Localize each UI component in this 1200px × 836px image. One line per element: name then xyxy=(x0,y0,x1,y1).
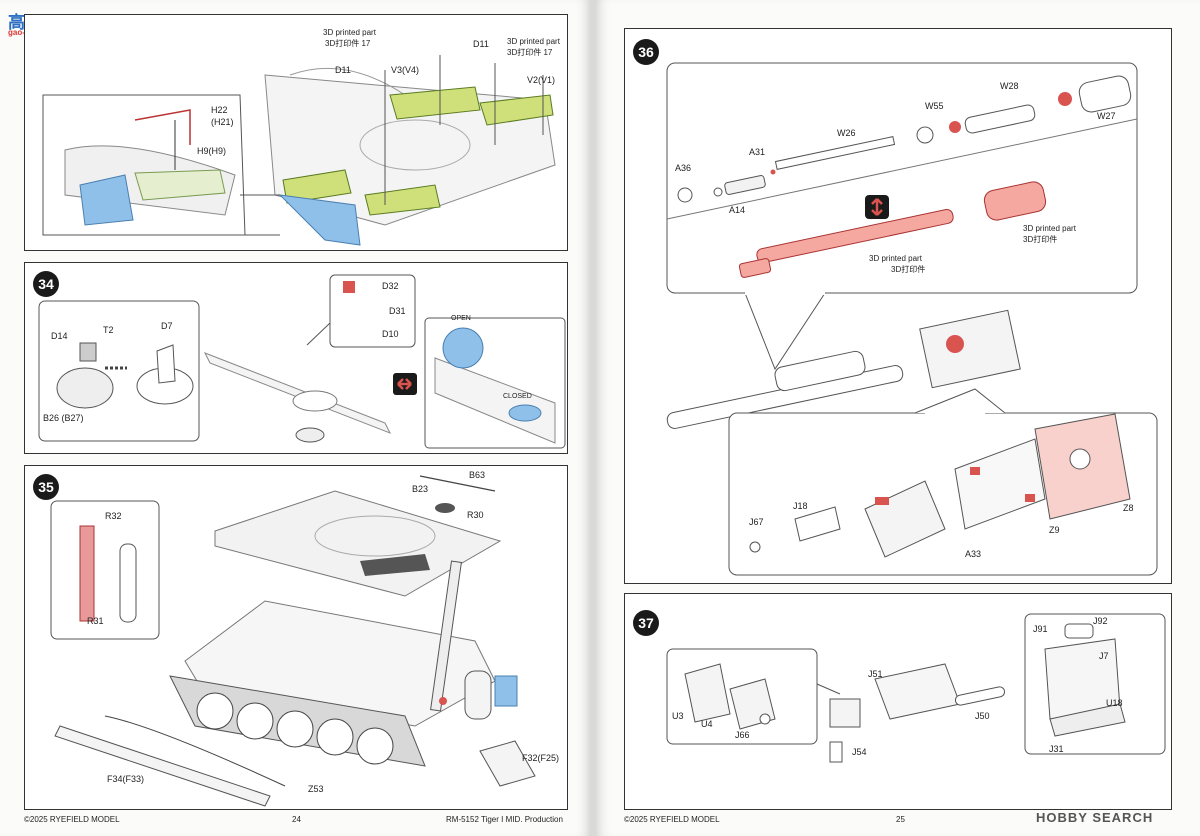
label-f34: F34(F33) xyxy=(107,774,145,784)
label-3d-printed-a: 3D printed part xyxy=(1023,224,1076,233)
label-w28: W28 xyxy=(1000,81,1019,91)
step-33-panel: 3D printed part 3D打印件 17 D11 D11 3D prin… xyxy=(24,14,568,251)
label-a31: A31 xyxy=(749,147,766,157)
label-open: OPEN xyxy=(451,315,471,322)
label-3d-printed-b-cn: 3D打印件 xyxy=(891,265,926,274)
footer-copyright-right: ©2025 RYEFIELD MODEL xyxy=(624,815,720,824)
label-h22: H22 xyxy=(211,105,228,115)
label-v3: V3(V4) xyxy=(391,65,420,75)
label-r32: R32 xyxy=(105,511,122,521)
label-j50: J50 xyxy=(975,711,990,721)
step-37-panel: 37 U3 U4 J66 J54 J51 J50 J91 J92 J7 U18 … xyxy=(624,593,1172,810)
label-b26: B26 (B27) xyxy=(43,413,84,423)
label-3d-printed-left: 3D printed part xyxy=(323,28,376,37)
label-z8: Z8 xyxy=(1123,503,1134,513)
label-d10: D10 xyxy=(382,329,399,339)
footer-page-number-right: 25 xyxy=(896,815,905,824)
step-35-number: 35 xyxy=(33,474,59,500)
label-d14: D14 xyxy=(51,331,68,341)
label-j7: J7 xyxy=(1099,651,1109,661)
label-d11-right: D11 xyxy=(473,39,489,49)
label-r31: R31 xyxy=(87,616,104,626)
step-34-drawing xyxy=(38,274,566,449)
label-3d-printed-left-cn: 3D打印件 17 xyxy=(325,39,371,48)
label-r30: R30 xyxy=(467,510,484,520)
label-h21: (H21) xyxy=(211,117,234,127)
footer-page-number-left: 24 xyxy=(292,815,301,824)
label-w55: W55 xyxy=(925,101,944,111)
step-35-panel: 35 xyxy=(24,465,568,810)
label-w26: W26 xyxy=(837,128,856,138)
label-j31: J31 xyxy=(1049,744,1064,754)
label-u4: U4 xyxy=(701,719,713,729)
step-34-panel: 34 D14 T2 D7 B26 (B27) D32 D31 D10 xyxy=(24,262,568,454)
label-j91: J91 xyxy=(1033,624,1048,634)
step-36-drawing xyxy=(666,62,1158,576)
label-d7: D7 xyxy=(161,321,173,331)
label-a14: A14 xyxy=(729,205,746,215)
step-33-drawing xyxy=(42,55,556,246)
step-34-number: 34 xyxy=(33,271,59,297)
step-36-panel: 36 xyxy=(624,28,1172,584)
step-35-drawing xyxy=(50,475,536,807)
label-v2: V2(V1) xyxy=(527,75,556,85)
footer-product-code: RM-5152 Tiger I MID. Production xyxy=(446,815,563,824)
step-36-number: 36 xyxy=(633,39,659,65)
label-j92: J92 xyxy=(1093,616,1108,626)
label-u3: U3 xyxy=(672,711,684,721)
label-3d-printed-right: 3D printed part xyxy=(507,37,560,46)
label-d31: D31 xyxy=(389,306,406,316)
label-j66: J66 xyxy=(735,730,750,740)
label-3d-printed-a-cn: 3D打印件 xyxy=(1023,235,1058,244)
label-h9: H9(H9) xyxy=(197,146,227,156)
label-f32: F32(F25) xyxy=(522,753,560,763)
label-z9: Z9 xyxy=(1049,525,1060,535)
label-j18: J18 xyxy=(793,501,808,511)
label-j67: J67 xyxy=(749,517,764,527)
label-a33: A33 xyxy=(965,549,982,559)
label-z53: Z53 xyxy=(308,784,324,794)
label-closed: CLOSED xyxy=(503,393,532,400)
right-page: 36 xyxy=(596,0,1200,836)
label-j51: J51 xyxy=(868,669,883,679)
label-b23: B23 xyxy=(412,484,429,494)
footer-copyright-left: ©2025 RYEFIELD MODEL xyxy=(24,815,120,824)
label-w27: W27 xyxy=(1097,111,1116,121)
label-a36: A36 xyxy=(675,163,692,173)
label-3d-printed-b: 3D printed part xyxy=(869,254,922,263)
step-37-drawing xyxy=(666,613,1166,763)
left-page: 高●网 gao-shou.com xyxy=(0,0,590,836)
label-b63: B63 xyxy=(469,470,486,480)
step-37-number: 37 xyxy=(633,610,659,636)
label-d32: D32 xyxy=(382,281,399,291)
label-d11-left: D11 xyxy=(335,65,351,75)
label-t2: T2 xyxy=(103,325,114,335)
hobby-search-watermark: HOBBY SEARCH xyxy=(1036,810,1154,825)
label-3d-printed-right-cn: 3D打印件 17 xyxy=(507,48,553,57)
label-j54: J54 xyxy=(852,747,867,757)
label-u18: U18 xyxy=(1106,698,1123,708)
